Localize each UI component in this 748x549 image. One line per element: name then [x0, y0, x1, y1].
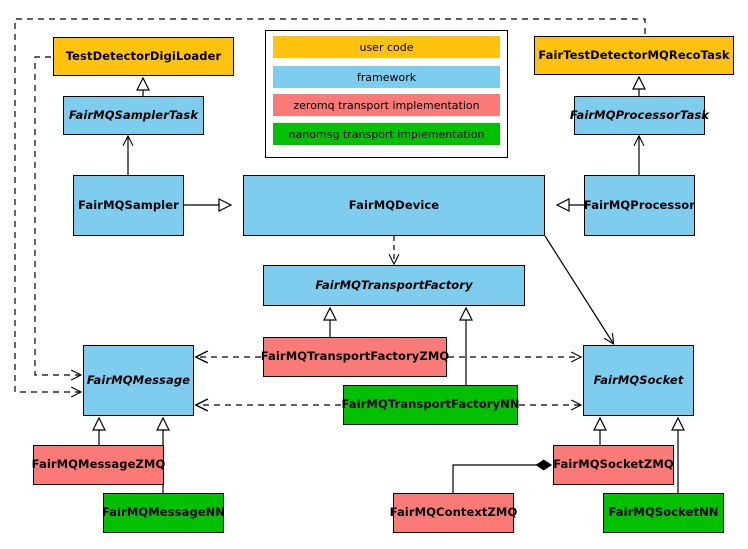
- node-label: FairMQMessage: [86, 372, 191, 387]
- legend-item-user-code: user code: [273, 36, 500, 58]
- node-label: FairMQMessageZMQ: [31, 457, 166, 472]
- node-label: FairMQProcessor: [583, 197, 696, 212]
- edge-context-zmq-composed-socket-zmq: [452, 459, 553, 493]
- node-fairmq-message-nn[interactable]: FairMQMessageNN: [101, 493, 226, 533]
- node-label: FairMQTransportFactory: [315, 277, 473, 292]
- legend-item-framework: framework: [273, 66, 500, 88]
- node-fair-test-detector-mq-reco-task[interactable]: FairTestDetectorMQRecoTask: [534, 36, 734, 75]
- edge-device-assoc-socket: [544, 235, 613, 343]
- node-fairmq-socket-zmq[interactable]: FairMQSocketZMQ: [553, 445, 674, 485]
- node-label: TestDetectorDigiLoader: [65, 48, 222, 63]
- node-label: FairMQContextZMQ: [389, 505, 518, 520]
- node-label: FairMQTransportFactoryZMQ: [260, 349, 450, 364]
- legend-label-user-code: user code: [359, 40, 414, 54]
- node-fairmq-device[interactable]: FairMQDevice: [243, 175, 545, 236]
- node-fairmq-processor-task[interactable]: FairMQProcessorTask: [570, 96, 709, 135]
- node-fairmq-sampler-task[interactable]: FairMQSamplerTask: [63, 96, 204, 135]
- legend-label-framework: framework: [356, 70, 417, 84]
- node-fairmq-transport-factory-zmq[interactable]: FairMQTransportFactoryZMQ: [260, 337, 450, 377]
- node-fairmq-socket[interactable]: FairMQSocket: [583, 345, 694, 416]
- node-label: FairMQSocket: [593, 372, 684, 387]
- node-fairmq-message[interactable]: FairMQMessage: [83, 345, 194, 416]
- node-label: FairMQDevice: [348, 197, 440, 212]
- node-fairmq-processor[interactable]: FairMQProcessor: [584, 175, 695, 236]
- legend-item-zeromq: zeromq transport implementation: [273, 94, 500, 116]
- node-fairmq-context-zmq[interactable]: FairMQContextZMQ: [390, 493, 517, 533]
- node-fairmq-message-zmq[interactable]: FairMQMessageZMQ: [31, 445, 166, 485]
- edge-digi-loader-depends-message: [34, 56, 80, 375]
- edge-reco-task-depends-message: [14, 18, 646, 392]
- node-label: FairMQTransportFactoryNN: [341, 397, 520, 412]
- node-label: FairMQSocketNN: [608, 505, 719, 520]
- node-label: FairMQSampler: [78, 197, 179, 212]
- node-label: FairMQMessageNN: [101, 505, 226, 520]
- node-label: FairMQSamplerTask: [68, 107, 199, 122]
- node-label: FairMQProcessorTask: [569, 107, 710, 122]
- node-fairmq-transport-factory-nn[interactable]: FairMQTransportFactoryNN: [341, 385, 520, 425]
- legend-item-nanomsg: nanomsg transport implementation: [273, 123, 500, 145]
- node-fairmq-socket-nn[interactable]: FairMQSocketNN: [603, 493, 724, 533]
- node-fairmq-transport-factory[interactable]: FairMQTransportFactory: [263, 265, 525, 306]
- node-label: FairTestDetectorMQRecoTask: [538, 47, 730, 62]
- legend-label-zeromq: zeromq transport implementation: [293, 98, 480, 112]
- node-label: FairMQSocketZMQ: [553, 457, 674, 472]
- node-test-detector-digi-loader[interactable]: TestDetectorDigiLoader: [53, 37, 234, 76]
- legend-label-nanomsg: nanomsg transport implementation: [288, 127, 485, 141]
- node-fairmq-sampler[interactable]: FairMQSampler: [73, 175, 184, 236]
